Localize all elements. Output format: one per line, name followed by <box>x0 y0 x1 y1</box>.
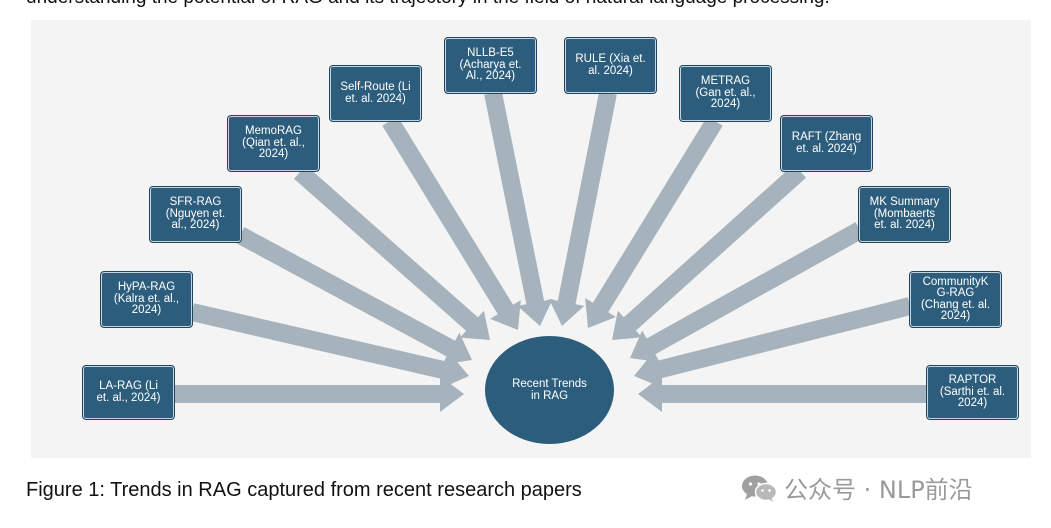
arrow-raptor <box>638 376 927 412</box>
top-text: understanding the potential of RAG and i… <box>26 0 830 9</box>
figure-caption: Figure 1: Trends in RAG captured from re… <box>26 479 582 501</box>
arrow-nllb-e5 <box>484 91 553 326</box>
node-raft: RAFT (Zhang et. al. 2024) <box>781 116 872 171</box>
node-metrag: METRAG (Gan et. al., 2024) <box>680 66 771 121</box>
watermark-text: 公众号 · NLP前沿 <box>784 476 973 504</box>
node-mk-summary: MK Summary (Mombaerts et. al. 2024) <box>859 187 950 242</box>
node-nllb-e5: NLLB-E5 (Acharya et. Al., 2024) <box>445 38 536 93</box>
arrow-la-rag <box>174 376 464 412</box>
wechat-icon <box>742 475 778 502</box>
arrow-communitykg <box>634 297 913 388</box>
arrow-sfr-rag <box>235 227 472 365</box>
center-circle: Recent Trends in RAG <box>485 336 614 444</box>
node-memorag: MemoRAG (Qian et. al., 2024) <box>228 116 319 171</box>
arrow-self-route <box>382 116 521 330</box>
arrow-memorag <box>294 165 490 340</box>
node-raptor: RAPTOR (Sarthi et. al. 2024) <box>927 366 1018 419</box>
node-communitykg-rag: CommunityK G-RAG (Chang et. al. 2024) <box>910 272 1001 327</box>
arrow-metrag <box>585 116 723 328</box>
arrow-raft <box>612 164 806 340</box>
arrow-hypa-rag <box>190 303 469 389</box>
node-hypa-rag: HyPA-RAG (Kalra et. al., 2024) <box>101 272 192 327</box>
arrow-mk-summary <box>630 222 865 363</box>
node-la-rag: LA-RAG (Li et. al., 2024) <box>83 366 174 419</box>
arrow-rule <box>549 91 617 326</box>
node-self-route: Self-Route (Li et. al. 2024) <box>330 66 421 121</box>
node-sfr-rag: SFR-RAG (Nguyen et. al., 2024) <box>150 187 241 242</box>
node-rule: RULE (Xia et. al. 2024) <box>565 38 656 93</box>
watermark: 公众号 · NLP前沿 <box>740 470 973 505</box>
